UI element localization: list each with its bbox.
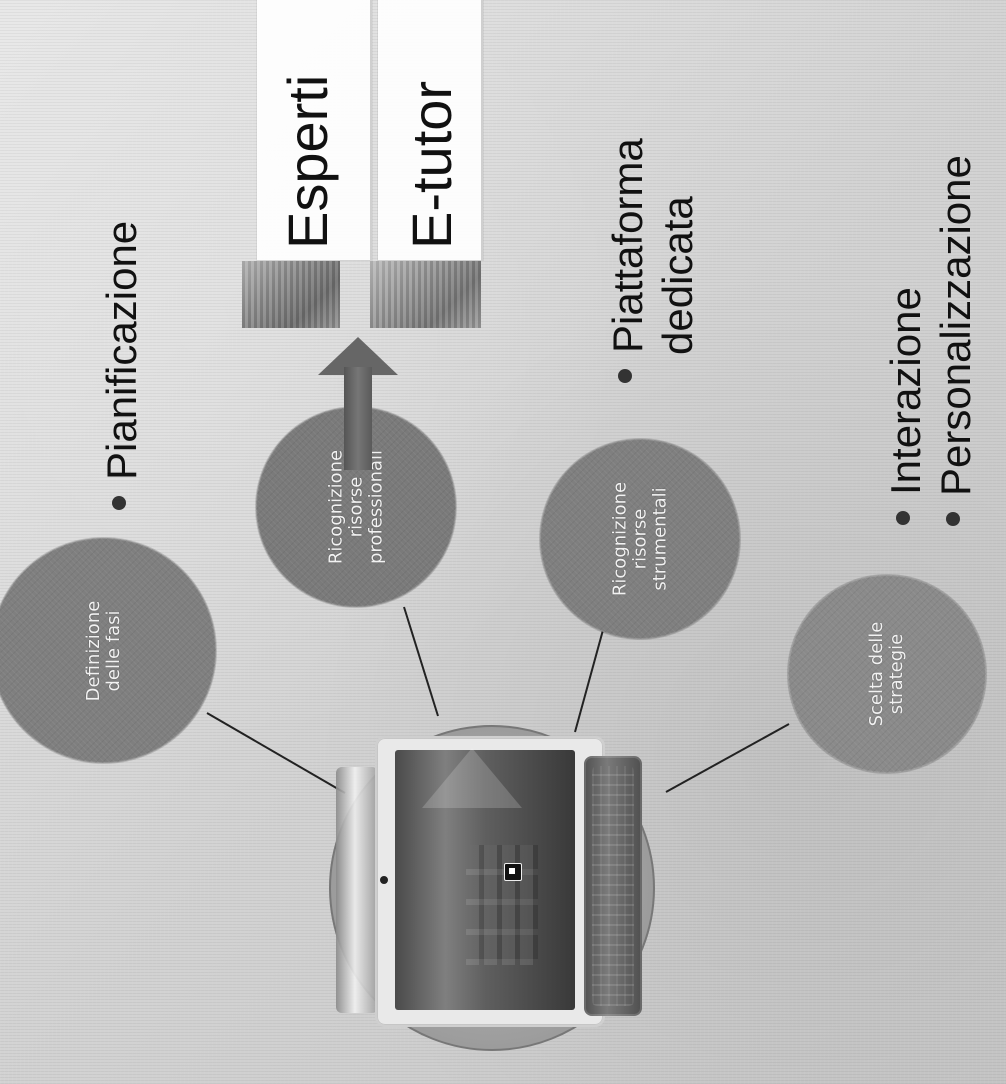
planning-label-text: Pianificazione bbox=[98, 220, 145, 480]
node-instrumental-resources-line-2: risorse bbox=[629, 508, 651, 570]
center-image-camera-dot bbox=[380, 876, 388, 884]
node-definition-phases-line-1: Definizione bbox=[82, 600, 104, 701]
tutor-card bbox=[378, 0, 483, 260]
node-strategies-line-2: strategie bbox=[886, 633, 907, 715]
node-instrumental-resources-line-1: Ricognizione bbox=[609, 481, 631, 597]
photo-thumbnail-icon bbox=[242, 261, 340, 328]
node-definition-phases-line-2: delle fasi bbox=[102, 609, 124, 692]
platform-label-line-2: dedicata bbox=[653, 196, 701, 355]
node-instrumental-resources: Ricognizione risorse strumentali bbox=[540, 439, 740, 639]
node-strategies-text: Scelta delle strategie bbox=[866, 621, 907, 727]
up-arrow-shaft bbox=[344, 367, 372, 470]
connector-professional-resources bbox=[403, 606, 439, 717]
center-image-mini-badge bbox=[504, 863, 522, 881]
photo-thumbnail-icon bbox=[370, 261, 481, 328]
node-instrumental-resources-text: Ricognizione risorse strumentali bbox=[609, 481, 670, 597]
connector-phases bbox=[206, 712, 346, 794]
center-image-mini-tiles bbox=[466, 845, 538, 965]
interaction-label: Interazione bbox=[882, 287, 929, 525]
node-definition-phases: Definizione delle fasi bbox=[0, 538, 216, 763]
experts-label: Esperti bbox=[276, 74, 339, 249]
connector-strategies bbox=[665, 723, 790, 793]
bullet-dot-icon bbox=[617, 369, 632, 383]
bullet-dot-icon bbox=[111, 496, 126, 510]
up-arrow-icon bbox=[318, 337, 398, 470]
center-image-light-beam bbox=[422, 748, 522, 808]
bullet-dot-icon bbox=[895, 511, 910, 525]
interaction-label-text: Interazione bbox=[882, 287, 929, 495]
personalization-label: Personalizzazione bbox=[932, 155, 979, 526]
platform-label-line-1: Piattaforma bbox=[604, 138, 651, 353]
node-definition-phases-text: Definizione delle fasi bbox=[82, 600, 124, 701]
center-image-side-panel bbox=[336, 767, 378, 1013]
node-strategies-line-1: Scelta delle bbox=[866, 621, 888, 727]
tutor-label: E-tutor bbox=[400, 80, 463, 249]
center-image-keyboard bbox=[584, 756, 642, 1016]
connector-instrumental-resources bbox=[574, 629, 604, 733]
node-instrumental-resources-line-3: strumentali bbox=[648, 487, 670, 591]
bullet-dot-icon bbox=[945, 512, 960, 526]
planning-label: Pianificazione bbox=[98, 220, 145, 510]
node-strategies: Scelta delle strategie bbox=[788, 575, 986, 773]
center-image-screen-display bbox=[395, 750, 575, 1010]
experts-card bbox=[257, 0, 372, 260]
personalization-label-text: Personalizzazione bbox=[932, 155, 979, 496]
platform-label: Piattaforma dedicata bbox=[603, 138, 702, 383]
